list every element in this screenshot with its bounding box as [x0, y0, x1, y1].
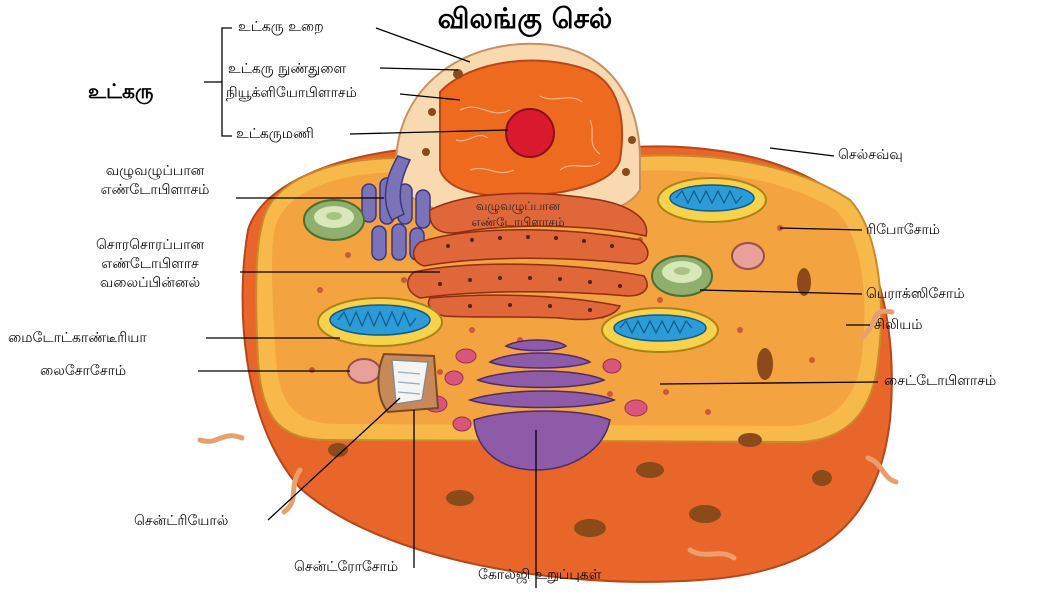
- centrosome: [378, 354, 438, 412]
- shell-pore: [636, 462, 664, 478]
- label-smooth-er-line2: எண்டோபிளாசம்: [70, 181, 240, 200]
- nuclear-pore: [622, 168, 630, 176]
- label-ribosome: ரிபோசோம்: [866, 221, 940, 240]
- shell-pore: [574, 519, 606, 537]
- label-smooth-er: வழுவழுப்பான எண்டோபிளாசம்: [70, 162, 240, 200]
- mitochondrion-left: [318, 298, 442, 346]
- lysosome: [348, 359, 380, 383]
- leader-bracket: [222, 28, 232, 136]
- label-smooth-er-inner: வழுவழுப்பான எண்டோபிளாசம்: [448, 198, 588, 230]
- nuclear-pore: [428, 108, 436, 116]
- centriole: [392, 360, 428, 404]
- label-rough-er-line2: எண்டோபிளாச: [60, 255, 240, 274]
- nuclear-pore: [628, 136, 636, 144]
- label-lysosome: லைசோசோம்: [40, 362, 126, 381]
- label-cilium: சிலியம்: [874, 316, 923, 335]
- mitochondrion-right-bottom: [602, 308, 718, 352]
- lysosome-right: [732, 243, 764, 269]
- label-cytoplasm: சைட்டோபிளாசம்: [884, 372, 996, 391]
- label-smooth-er-inner-line1: வழுவழுப்பான: [448, 198, 588, 214]
- label-rough-er-line1: சொரசொரப்பான: [60, 236, 240, 255]
- label-nucleoplasm: நியூக்ளியோபிளாசம்: [226, 84, 357, 103]
- label-rough-er: சொரசொரப்பான எண்டோபிளாச வலைப்பின்னல்: [60, 236, 240, 293]
- label-nuclear-membrane: உட்கரு உறை: [238, 18, 324, 37]
- label-mitochondria: மைடோட்காண்டீரியா: [8, 329, 147, 348]
- nucleolus: [506, 109, 554, 157]
- label-cell-membrane: செல்சவ்வு: [838, 146, 903, 165]
- label-smooth-er-inner-line2: எண்டோபிளாசம்: [448, 214, 588, 230]
- label-centriole: சென்ட்ரியோல்: [134, 512, 228, 531]
- shell-pore: [738, 433, 762, 447]
- nuclear-pore: [422, 148, 430, 156]
- shell-pore: [446, 490, 474, 506]
- peroxisome-left: [304, 200, 364, 240]
- label-nucleolus: உட்கருமணி: [236, 125, 314, 144]
- label-nuclear-pore: உட்கரு நுண்துளை: [228, 60, 346, 79]
- shell-pore: [812, 470, 832, 486]
- nucleus-group-label: உட்கரு: [88, 78, 153, 105]
- diagram-title: விலங்கு செல்: [405, 2, 645, 39]
- shell-pore: [757, 348, 773, 380]
- label-golgi: கோல்ஜி உறுப்புகள்: [478, 566, 601, 585]
- label-smooth-er-line1: வழுவழுப்பான: [70, 162, 240, 181]
- shell-pore: [689, 505, 721, 523]
- label-centrosome: சென்ட்ரோசோம்: [294, 558, 398, 577]
- label-rough-er-line3: வலைப்பின்னல்: [60, 274, 240, 293]
- cilium-strand: [200, 436, 242, 442]
- mitochondrion-right-top: [658, 178, 766, 222]
- leader-cell-membrane: [770, 148, 834, 156]
- label-peroxisome: பெராக்ஸிசோம்: [866, 285, 965, 304]
